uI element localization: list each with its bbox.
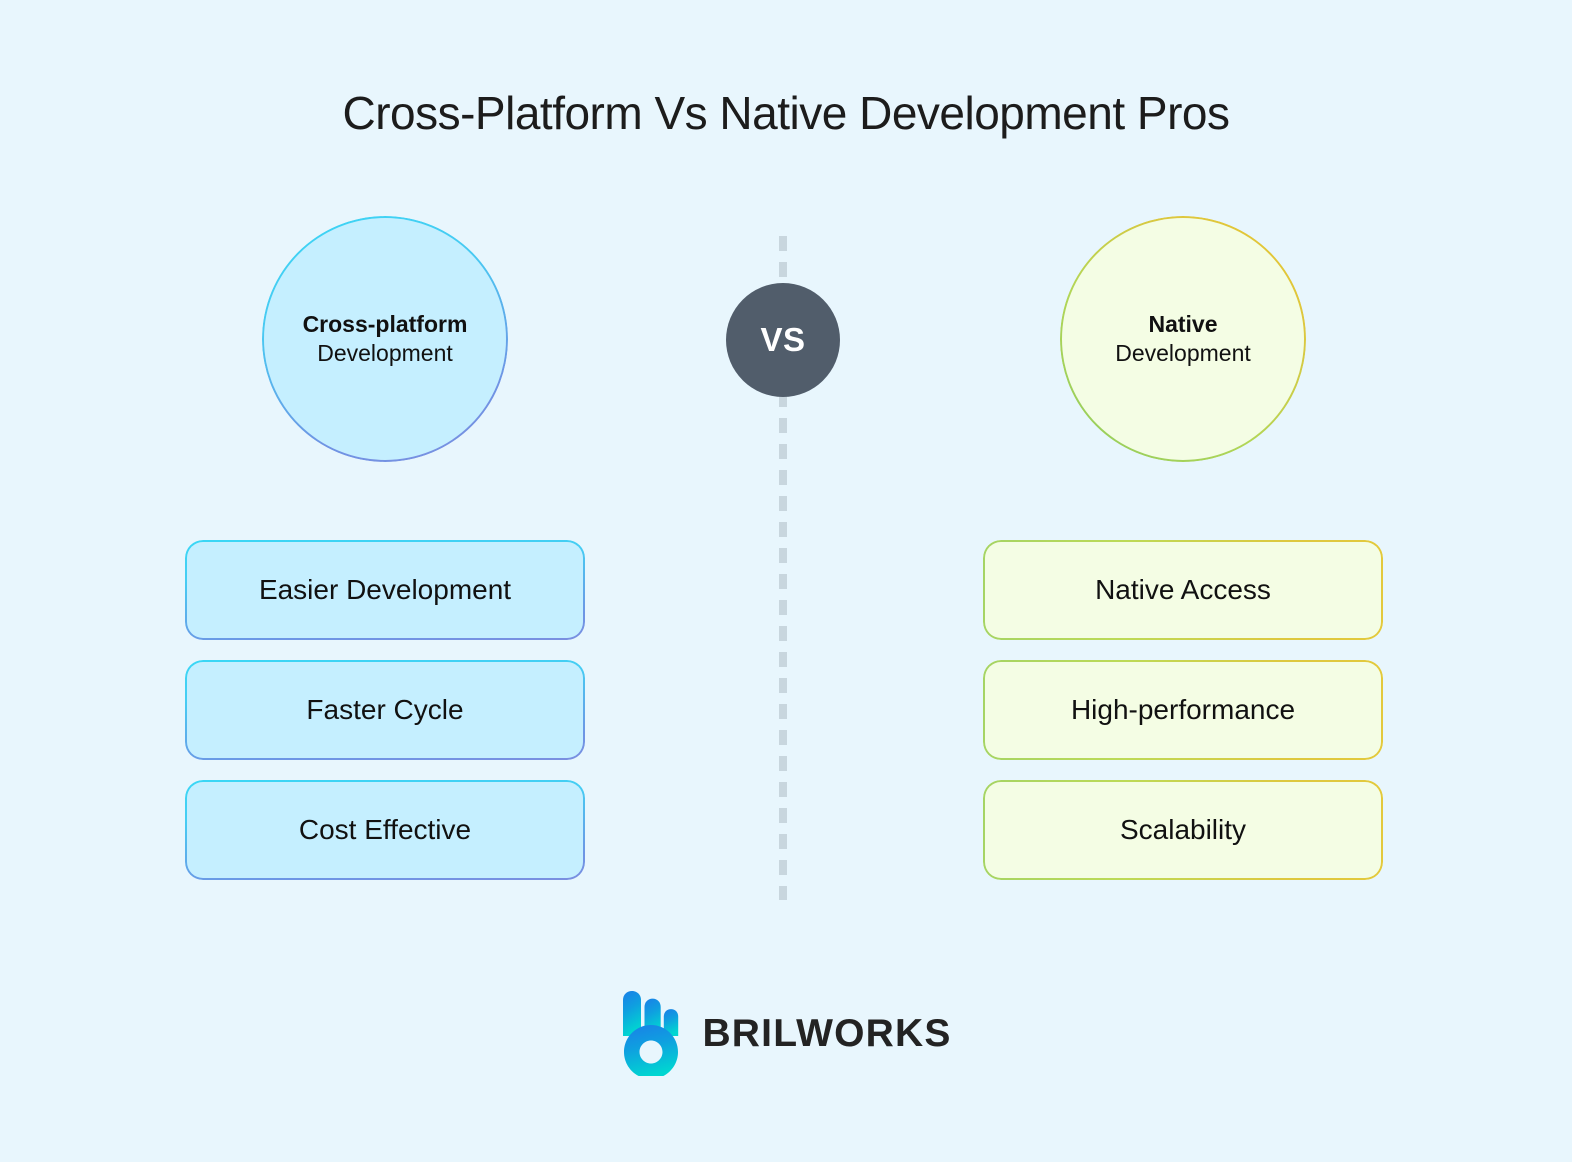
column-cross-platform: Cross-platform Development Easier Develo… bbox=[185, 218, 585, 880]
pill-list-native: Native Access High-performance Scalabili… bbox=[983, 540, 1383, 880]
circle-native: Native Development bbox=[1062, 218, 1304, 460]
list-item: Scalability bbox=[983, 780, 1383, 880]
circle-cross-platform: Cross-platform Development bbox=[264, 218, 506, 460]
list-item: Faster Cycle bbox=[185, 660, 585, 760]
circle-subtitle-cross-platform: Development bbox=[317, 340, 453, 366]
brilworks-logo: BRILWORKS bbox=[0, 990, 1572, 1076]
center-dashed-divider bbox=[779, 236, 787, 900]
list-item: Easier Development bbox=[185, 540, 585, 640]
pill-list-cross-platform: Easier Development Faster Cycle Cost Eff… bbox=[185, 540, 585, 880]
list-item: High-performance bbox=[983, 660, 1383, 760]
page-title: Cross-Platform Vs Native Development Pro… bbox=[342, 87, 1230, 139]
circle-title-cross-platform: Cross-platform bbox=[302, 311, 468, 338]
brilworks-wordmark: BRILWORKS bbox=[702, 1011, 952, 1055]
vs-badge: VS bbox=[726, 283, 840, 397]
column-native: Native Development Native Access High-pe… bbox=[983, 218, 1383, 880]
brilworks-b-mark-icon bbox=[623, 991, 679, 1076]
list-item: Cost Effective bbox=[185, 780, 585, 880]
circle-wrap-left: Cross-platform Development bbox=[185, 218, 585, 460]
circle-subtitle-native: Development bbox=[1115, 340, 1251, 366]
circle-title-native: Native bbox=[1148, 311, 1218, 338]
circle-wrap-right: Native Development bbox=[983, 218, 1383, 460]
list-item: Native Access bbox=[983, 540, 1383, 640]
